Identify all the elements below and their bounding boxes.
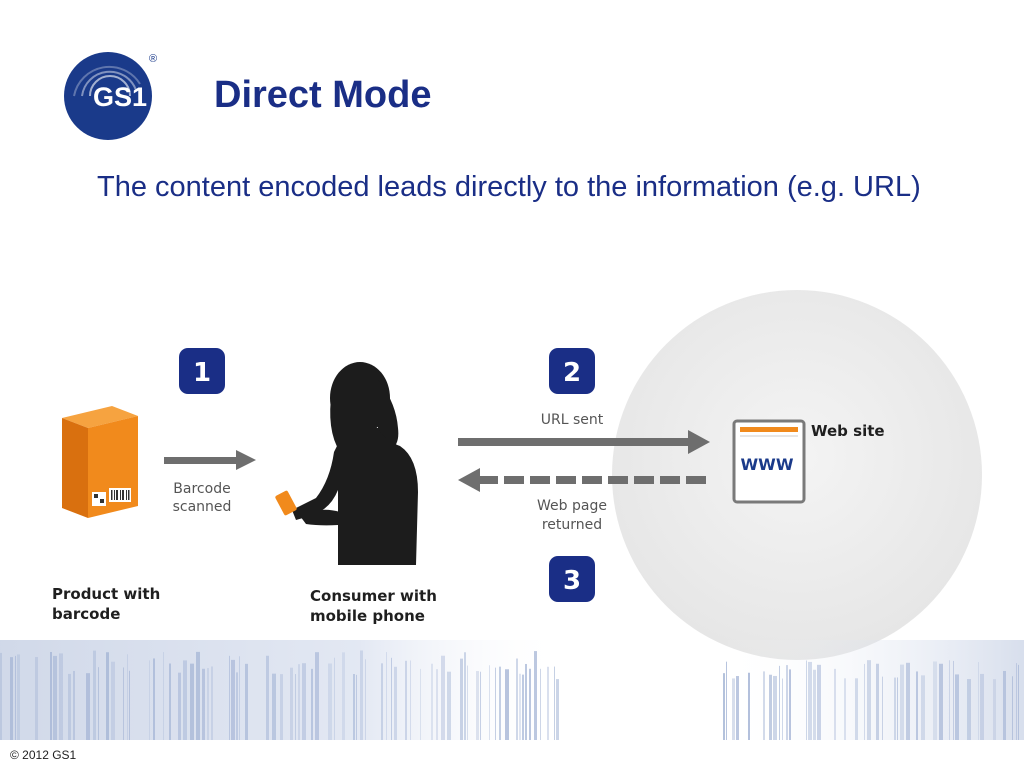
- url-sent-label: URL sent: [541, 412, 604, 428]
- url-sent-arrow-icon: [458, 430, 710, 454]
- product-box-icon: [62, 406, 138, 518]
- web-page-returned-label-2: returned: [542, 517, 602, 533]
- consumer-label-1: Consumer with: [310, 587, 437, 605]
- barcode-scanned-label-1: Barcode: [173, 481, 230, 497]
- browser-window-icon: WWW: [732, 419, 806, 504]
- registered-mark: ®: [149, 53, 157, 65]
- step-1-badge: 1: [179, 348, 225, 394]
- product-label-1: Product with: [52, 585, 160, 603]
- slide-subtitle: The content encoded leads directly to th…: [97, 171, 921, 203]
- logo-text: GS1: [93, 82, 147, 112]
- direct-mode-diagram: 1 2 3: [0, 280, 1024, 680]
- web-site-label: Web site: [811, 422, 885, 440]
- consumer-label-2: mobile phone: [310, 607, 425, 625]
- logo-circle-icon: [64, 52, 152, 140]
- mobile-phone-icon: [275, 490, 297, 516]
- decorative-barcode-strip: [0, 640, 1024, 740]
- gs1-logo: GS1 ®: [60, 50, 170, 140]
- web-page-returned-label-1: Web page: [537, 498, 607, 514]
- product-label-2: barcode: [52, 605, 120, 623]
- copyright-footer: © 2012 GS1: [10, 748, 77, 762]
- slide-title: Direct Mode: [214, 74, 432, 116]
- step-2-badge: 2: [549, 348, 595, 394]
- web-page-returned-arrow-icon: [458, 468, 706, 492]
- step-3-badge: 3: [549, 556, 595, 602]
- barcode-scanned-arrow-icon: [164, 450, 256, 470]
- svg-text:1: 1: [193, 358, 211, 388]
- svg-text:2: 2: [563, 358, 581, 388]
- consumer-silhouette-icon: [292, 362, 418, 565]
- www-text: WWW: [741, 455, 794, 474]
- barcode-scanned-label-2: scanned: [173, 499, 232, 515]
- svg-text:3: 3: [563, 566, 581, 596]
